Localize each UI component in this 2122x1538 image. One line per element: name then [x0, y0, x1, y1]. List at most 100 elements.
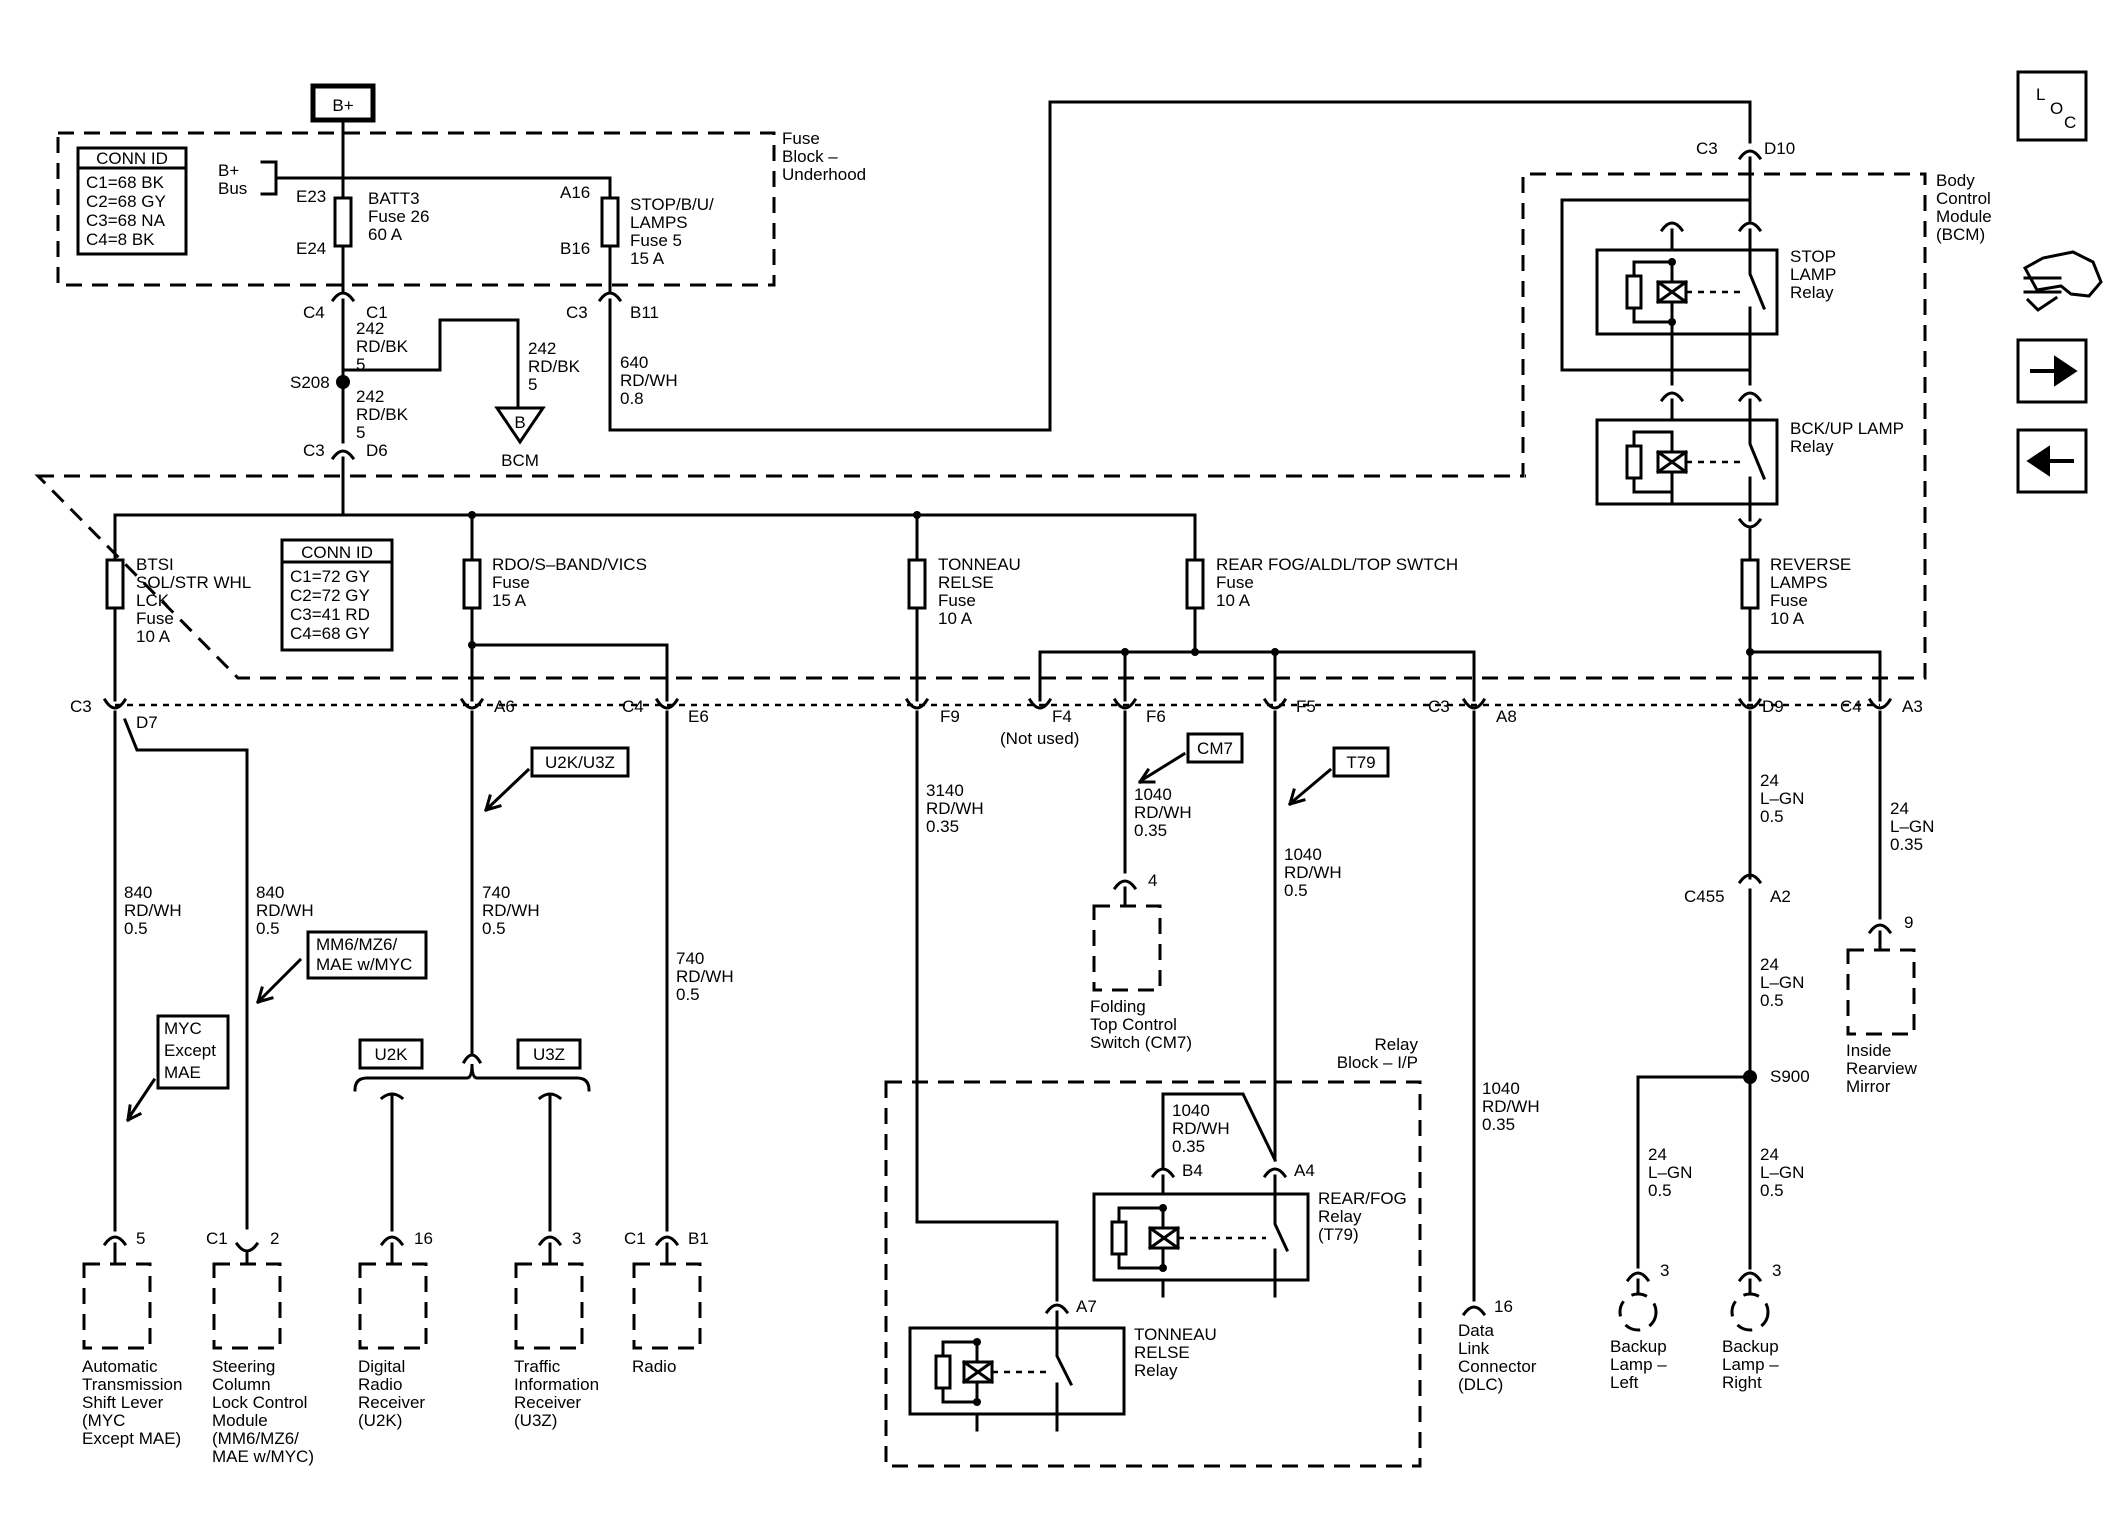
bcm-ref-letter: B: [514, 413, 525, 432]
option-text: MYC: [164, 1019, 202, 1038]
arrow-right-icon: [2030, 355, 2078, 387]
connector-d6: [330, 449, 356, 461]
bcm-title: Control: [1936, 189, 1991, 208]
component-name: Lock Control: [212, 1393, 307, 1412]
wire-label: 0.5: [256, 919, 280, 938]
relay-block-title: Block – I/P: [1337, 1053, 1418, 1072]
fuse-batt3-label: BATT3: [368, 189, 420, 208]
component-name: Data: [1458, 1321, 1494, 1340]
bcm-boundary: [34, 172, 1927, 680]
bcm-title: Body: [1936, 171, 1975, 190]
pin-label: A3: [1902, 697, 1923, 716]
component-data-link-connector: [1461, 1305, 1487, 1317]
conn-id-row: C3=68 NA: [86, 211, 166, 230]
rear-fog-relay: [1092, 1192, 1310, 1282]
wire-label: L–GN: [1760, 973, 1804, 992]
component-name: (DLC): [1458, 1375, 1503, 1394]
option-tag-u2k: U2K: [358, 1038, 424, 1070]
component-digital-radio-receiver: [358, 1235, 428, 1350]
component-folding-top-switch: [1092, 886, 1162, 992]
splice-label: S900: [1770, 1067, 1810, 1086]
fuse-label: Fuse: [938, 591, 976, 610]
wire-label: RD/BK: [356, 405, 409, 424]
wire-label: RD/BK: [528, 357, 581, 376]
wire-label: 5: [528, 375, 537, 394]
pin-label: A4: [1294, 1161, 1315, 1180]
connector-icon[interactable]: [2022, 250, 2103, 312]
component-name: Automatic: [82, 1357, 158, 1376]
wire-label: 840: [124, 883, 152, 902]
component-name: Connector: [1458, 1357, 1537, 1376]
conn-id-row: C4=68 GY: [290, 624, 370, 643]
bcm-ground-triangle: [494, 406, 546, 445]
component-name: Transmission: [82, 1375, 182, 1394]
component-name: Backup: [1722, 1337, 1779, 1356]
wire-label: 0.5: [1760, 991, 1784, 1010]
component-name: Switch (CM7): [1090, 1033, 1192, 1052]
pin-label: 3: [1772, 1261, 1781, 1280]
pin-label: 16: [1494, 1297, 1513, 1316]
wire-label: RD/WH: [926, 799, 984, 818]
wire-label: 0.5: [1284, 881, 1308, 900]
conn-id-row: C4=8 BK: [86, 230, 155, 249]
conn-label: C3: [566, 303, 588, 322]
wire-label: 242: [528, 339, 556, 358]
conn-label: C455: [1684, 887, 1725, 906]
wire-label: 0.5: [676, 985, 700, 1004]
component-name: Shift Lever: [82, 1393, 164, 1412]
wire-label: RD/WH: [676, 967, 734, 986]
connector-b11: [597, 291, 623, 303]
component-radio: [632, 1235, 702, 1350]
locator-button[interactable]: L O C: [2016, 70, 2088, 142]
tonneau-relse-relay: [908, 1326, 1126, 1416]
option-text: CM7: [1197, 739, 1233, 758]
wire-label: 0.8: [620, 389, 644, 408]
option-tag-mm6: MM6/MZ6/ MAE w/MYC: [256, 930, 428, 1004]
fuse-block-title-3: Underhood: [782, 165, 866, 184]
fuse-block-title-1: Fuse: [782, 129, 820, 148]
fuse-block-title-2: Block –: [782, 147, 838, 166]
wire-label: 0.5: [1760, 807, 1784, 826]
component-name: Module: [212, 1411, 268, 1430]
component-backup-lamp-right: [1730, 1271, 1770, 1332]
pin-label: 2: [270, 1229, 279, 1248]
bcm-ref-label: BCM: [501, 451, 539, 470]
wire-label: RD/WH: [482, 901, 540, 920]
component-name: MAE w/MYC): [212, 1447, 314, 1466]
pin-label: D9: [1762, 697, 1784, 716]
component-name: Traffic: [514, 1357, 561, 1376]
pin-label: F9: [940, 707, 960, 726]
prev-page-button[interactable]: [2016, 428, 2088, 494]
fuse-label: LCK: [136, 591, 170, 610]
wire-label: 740: [482, 883, 510, 902]
option-text: U2K: [374, 1045, 408, 1064]
relay-label: (T79): [1318, 1225, 1359, 1244]
option-text: U3Z: [533, 1045, 565, 1064]
fuse-batt3-label: 60 A: [368, 225, 403, 244]
pin-label: C4: [1840, 697, 1862, 716]
wire-label: RD/WH: [1172, 1119, 1230, 1138]
pin-label: F5: [1296, 697, 1316, 716]
wire-label: L–GN: [1890, 817, 1934, 836]
pin-label: C4: [622, 697, 644, 716]
wire-label: 1040: [1482, 1079, 1520, 1098]
fuse-label: 15 A: [492, 591, 527, 610]
fuse-stop-label: Fuse 5: [630, 231, 682, 250]
fuse-label: SOL/STR WHL: [136, 573, 251, 592]
pin-label: 16: [414, 1229, 433, 1248]
pin-label: F6: [1146, 707, 1166, 726]
conn-label: C1: [206, 1229, 228, 1248]
pin-label: C3: [1428, 697, 1450, 716]
fuse-batt3-label: Fuse 26: [368, 207, 429, 226]
wire-label: 640: [620, 353, 648, 372]
conn-label: D10: [1764, 139, 1795, 158]
bcm-title: (BCM): [1936, 225, 1985, 244]
fuse-tonneau: [907, 558, 927, 610]
pin-label: A6: [494, 697, 515, 716]
wire-label: RD/WH: [620, 371, 678, 390]
wire-label: 242: [356, 319, 384, 338]
conn-id-title: CONN ID: [96, 149, 168, 168]
fuse-label: REVERSE: [1770, 555, 1851, 574]
next-page-button[interactable]: [2016, 338, 2088, 404]
